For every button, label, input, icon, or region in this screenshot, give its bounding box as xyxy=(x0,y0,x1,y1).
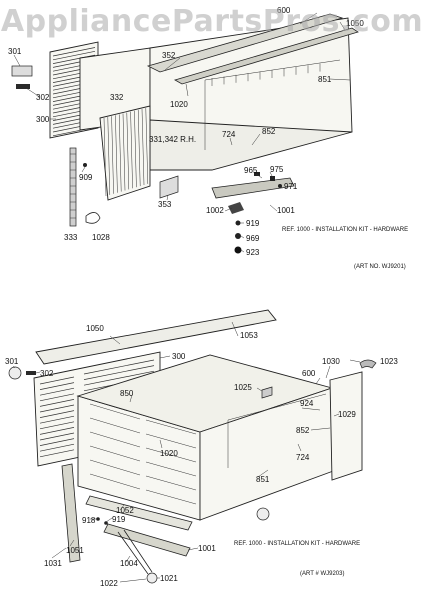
top-rail-bottom xyxy=(35,309,277,365)
knob-bottom xyxy=(8,366,22,380)
label-353-top: 353 xyxy=(158,200,172,209)
label-1029-bottom: 1029 xyxy=(338,410,356,419)
support-bar-part xyxy=(159,175,179,199)
bottom-exploded-view: 1050 1053 301 302 300 1030 1023 600 1025… xyxy=(5,309,398,588)
art-number-top: (ART NO. WJ9201) xyxy=(354,264,406,270)
label-600-bottom: 600 xyxy=(302,369,316,378)
label-1022-bottom: 1022 xyxy=(100,579,118,588)
side-support-part xyxy=(61,463,81,563)
label-333-top: 333 xyxy=(64,233,78,242)
label-1002-top: 1002 xyxy=(206,206,224,215)
label-1001-bottom: 1001 xyxy=(198,544,216,553)
label-1021-bottom: 1021 xyxy=(160,574,178,583)
clip-part xyxy=(85,212,101,224)
label-332-top: 332 xyxy=(110,93,124,102)
label-924-bottom: 924 xyxy=(300,399,314,408)
top-exploded-view: 600 1050 301 352 302 851 1020 300 332 72… xyxy=(8,6,408,270)
label-919-top: 919 xyxy=(246,219,260,228)
label-1028-top: 1028 xyxy=(92,233,110,242)
label-969-top: 969 xyxy=(246,234,260,243)
label-331-342-rh: 331,342 R.H. xyxy=(149,135,196,144)
label-850-bottom: 850 xyxy=(120,389,134,398)
art-number-bottom: (ART # WJ9203) xyxy=(300,571,344,577)
label-975-top: 975 xyxy=(270,165,284,174)
label-909-top: 909 xyxy=(79,173,93,182)
bracket-1001-bottom xyxy=(103,523,191,557)
side-panel-bottom xyxy=(329,371,363,481)
screw-part xyxy=(235,220,241,226)
bottom-rail-1052 xyxy=(85,495,193,531)
label-1004-bottom: 1004 xyxy=(120,559,138,568)
knob-insert-part xyxy=(16,84,30,89)
label-1050-bottom: 1050 xyxy=(86,324,104,333)
curtain-rod-part xyxy=(69,147,77,227)
label-852-top: 852 xyxy=(262,127,276,136)
top-rail-part xyxy=(146,13,344,73)
label-724-bottom: 724 xyxy=(296,453,310,462)
label-1051-bottom: 1051 xyxy=(66,546,84,555)
ref-note-bottom: REF. 1000 - INSTALLATION KIT - HARDWARE xyxy=(234,541,360,547)
label-919-bottom: 919 xyxy=(112,515,126,524)
label-1020-bottom: 1020 xyxy=(160,449,178,458)
label-301-bottom: 301 xyxy=(5,357,19,366)
label-724-top: 724 xyxy=(222,130,236,139)
nut-part xyxy=(234,246,242,254)
label-1030-bottom: 1030 xyxy=(322,357,340,366)
label-1050-top: 1050 xyxy=(346,19,364,28)
label-1052-bottom: 1052 xyxy=(116,506,134,515)
label-352-top: 352 xyxy=(162,51,176,60)
label-301-top: 301 xyxy=(8,47,22,56)
label-918-bottom: 918 xyxy=(82,516,96,525)
label-1020-top: 1020 xyxy=(170,100,188,109)
label-302-top: 302 xyxy=(36,93,50,102)
label-851-bottom: 851 xyxy=(256,475,270,484)
control-knob-part xyxy=(11,65,33,77)
label-1023-bottom: 1023 xyxy=(380,357,398,366)
label-923-top: 923 xyxy=(246,248,260,257)
label-1001-top: 1001 xyxy=(277,206,295,215)
label-852-bottom: 852 xyxy=(296,426,310,435)
label-300-top: 300 xyxy=(36,115,50,124)
label-1053-bottom: 1053 xyxy=(240,331,258,340)
top-channel-part xyxy=(173,27,359,85)
cabinet-bottom xyxy=(76,354,337,521)
side-curtain-top xyxy=(99,105,151,201)
washer-part xyxy=(235,233,241,239)
label-851-top: 851 xyxy=(318,75,332,84)
ref-note-top: REF. 1000 - INSTALLATION KIT - HARDWARE xyxy=(282,227,408,233)
label-971-top: 971 xyxy=(284,182,298,191)
bracket-part xyxy=(211,177,295,199)
mount-clip-part xyxy=(228,202,244,214)
label-302-bottom: 302 xyxy=(40,369,54,378)
label-1025-bottom: 1025 xyxy=(234,383,252,392)
label-600-top: 600 xyxy=(277,6,291,15)
label-965-top: 965 xyxy=(244,166,258,175)
label-1031-bottom: 1031 xyxy=(44,559,62,568)
label-300-bottom: 300 xyxy=(172,352,186,361)
